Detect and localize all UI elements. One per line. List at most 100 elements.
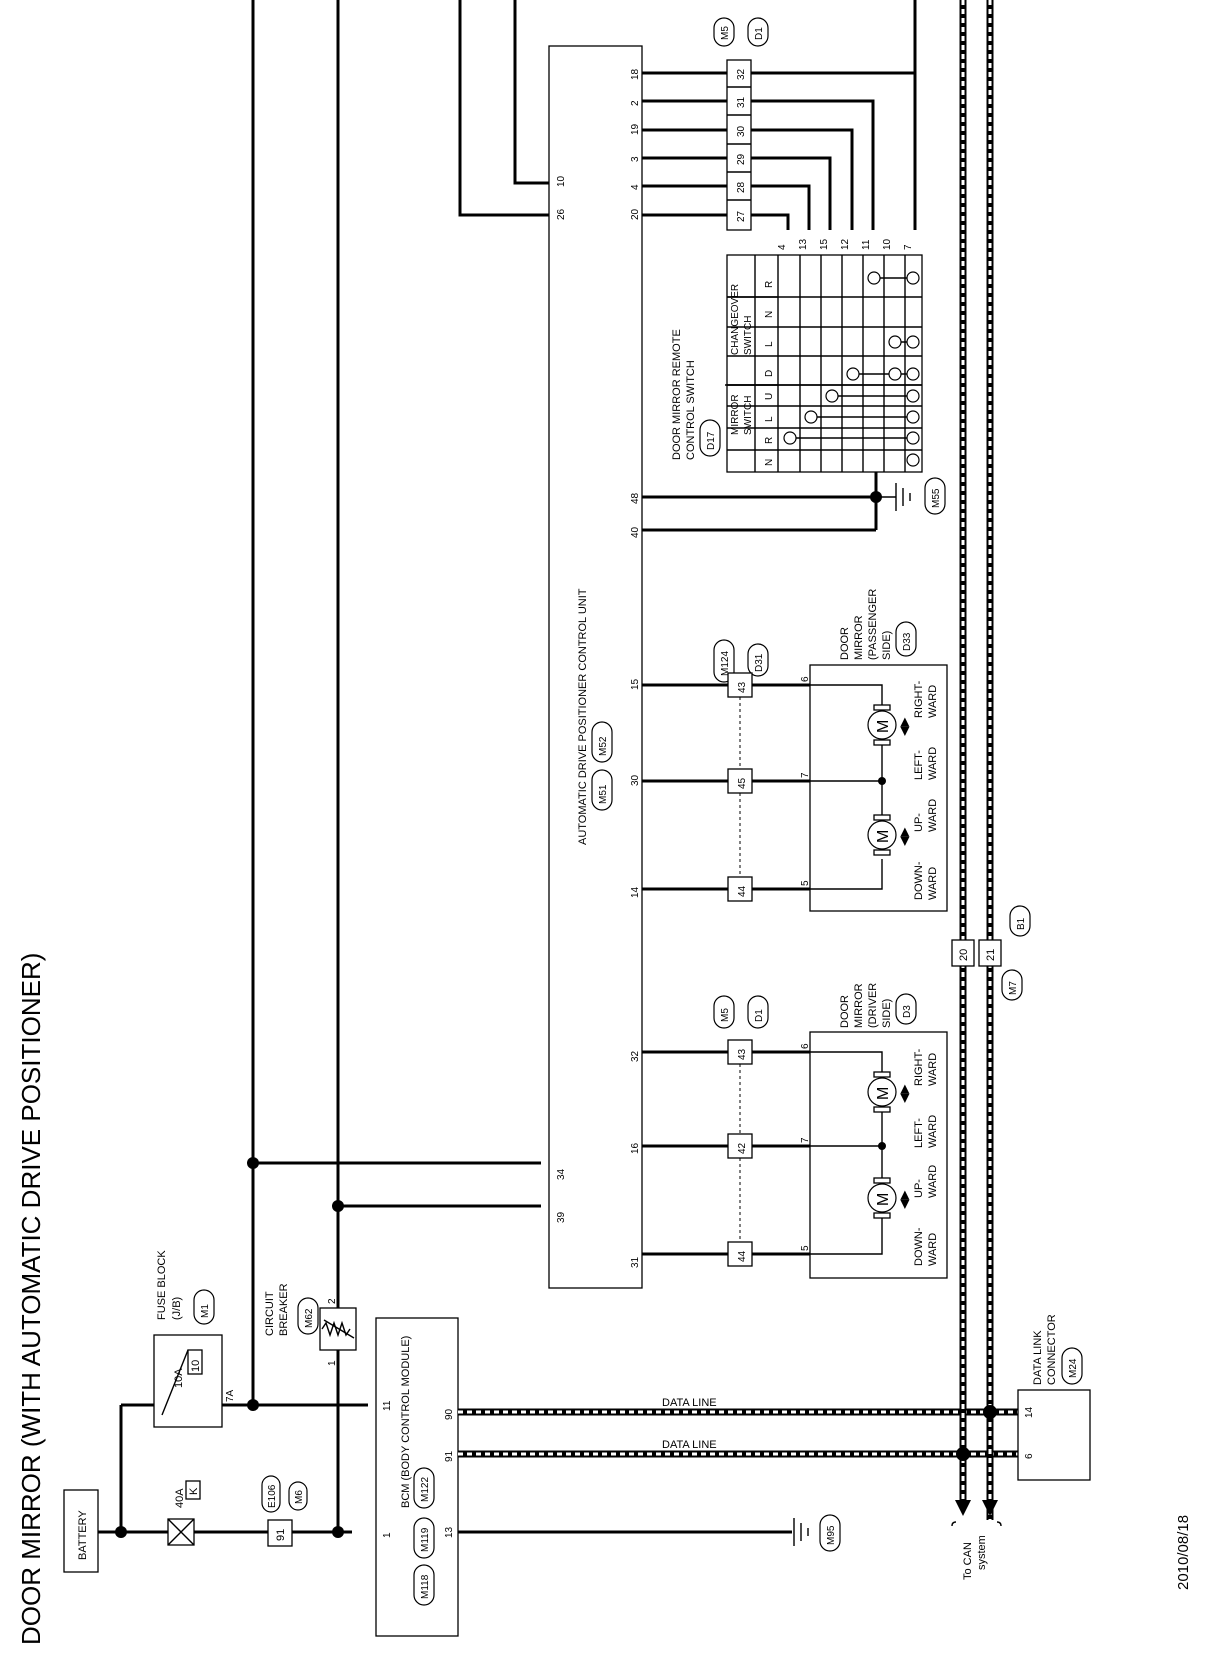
- svg-text:SWITCH: SWITCH: [743, 316, 754, 355]
- svg-text:M52: M52: [598, 736, 609, 756]
- svg-text:30: 30: [630, 774, 641, 786]
- svg-text:27: 27: [736, 210, 747, 222]
- svg-text:DOOR: DOOR: [839, 627, 851, 660]
- svg-text:M51: M51: [598, 784, 609, 804]
- svg-text:SWITCH: SWITCH: [743, 396, 754, 435]
- svg-text:14: 14: [1024, 1406, 1035, 1418]
- svg-text:D33: D33: [902, 632, 913, 651]
- svg-text:40: 40: [630, 526, 641, 538]
- svg-text:D3: D3: [902, 1005, 913, 1018]
- svg-text:CIRCUIT: CIRCUIT: [264, 1291, 276, 1336]
- adp-right-pins: 18 2 19 3 4 20 48 40 15 30 14 32 16 31: [630, 68, 641, 1268]
- connector-d1-switch: 32 31 30 29 28 27 M5 D1: [713, 17, 769, 231]
- svg-text:DATA LINK: DATA LINK: [1032, 1330, 1044, 1385]
- svg-text:39: 39: [556, 1211, 567, 1223]
- svg-text:RIGHT-: RIGHT-: [913, 1048, 925, 1086]
- fuse-block: 10A 10 FUSE BLOCK (J/B) M1 7A: [153, 1250, 236, 1428]
- svg-text:10A: 10A: [173, 1368, 185, 1388]
- svg-text:LEFT-: LEFT-: [913, 1118, 925, 1148]
- door-mirror-passenger: DOOR MIRROR (PASSENGER SIDE) D33 6 7 5 M…: [800, 589, 948, 912]
- svg-text:WARD: WARD: [927, 799, 939, 832]
- svg-text:SIDE): SIDE): [881, 999, 893, 1028]
- svg-text:◀▶: ◀▶: [897, 827, 911, 846]
- svg-text:To CAN: To CAN: [962, 1542, 974, 1580]
- svg-text:DATA LINE: DATA LINE: [662, 1439, 717, 1451]
- svg-text:MIRROR: MIRROR: [853, 983, 865, 1028]
- svg-text:D: D: [764, 370, 775, 377]
- door-mirror-driver: DOOR MIRROR (DRIVER SIDE) D3 6 7 5 M M ◀…: [800, 983, 948, 1279]
- svg-text:20: 20: [630, 208, 641, 220]
- svg-text:◀▶: ◀▶: [897, 717, 911, 736]
- connector-passenger: M124 D31 43 45 44: [642, 639, 810, 902]
- svg-text:15: 15: [819, 238, 830, 250]
- switch-pins: 4 13 15 12 11 10 7: [777, 238, 914, 250]
- svg-text:WARD: WARD: [927, 747, 939, 780]
- svg-text:E106: E106: [267, 1484, 278, 1508]
- svg-text:12: 12: [840, 238, 851, 250]
- svg-text:19: 19: [630, 123, 641, 135]
- svg-text:M7: M7: [1008, 981, 1019, 995]
- svg-text:6: 6: [800, 676, 811, 682]
- svg-text:R: R: [764, 281, 775, 288]
- svg-text:DOOR: DOOR: [839, 995, 851, 1028]
- remote-control-switch: MIRROR SWITCH CHANGEOVER SWITCH N R L U …: [671, 254, 923, 473]
- svg-text:(PASSENGER: (PASSENGER: [867, 589, 879, 660]
- svg-text:20: 20: [958, 949, 970, 961]
- svg-text:◀▶: ◀▶: [897, 1084, 911, 1103]
- svg-text:BCM (BODY CONTROL MODULE): BCM (BODY CONTROL MODULE): [400, 1336, 412, 1508]
- svg-text:WARD: WARD: [927, 1165, 939, 1198]
- svg-text:26: 26: [556, 208, 567, 220]
- svg-text:WARD: WARD: [927, 1053, 939, 1086]
- svg-text:44: 44: [737, 1250, 748, 1262]
- svg-text:11: 11: [382, 1400, 393, 1411]
- svg-text:M: M: [875, 830, 892, 843]
- svg-text:7: 7: [903, 244, 914, 250]
- svg-text:SIDE): SIDE): [881, 631, 893, 660]
- joint-connector-m7: 20 21 M7 B1: [951, 905, 1031, 1001]
- svg-text:5: 5: [800, 880, 811, 886]
- circuit-breaker: CIRCUIT BREAKER M62 1 2: [264, 1283, 357, 1366]
- svg-text:44: 44: [737, 885, 748, 897]
- svg-text:M: M: [875, 1193, 892, 1206]
- svg-text:M124: M124: [720, 651, 731, 676]
- svg-text:DOWN-: DOWN-: [913, 1227, 925, 1266]
- svg-text:K: K: [188, 1487, 200, 1495]
- svg-text:10: 10: [882, 238, 893, 250]
- svg-text:N: N: [764, 459, 775, 466]
- data-line-label-2: DATA LINE: [662, 1439, 717, 1451]
- svg-text:1: 1: [382, 1532, 393, 1538]
- svg-text:M5: M5: [720, 1008, 731, 1022]
- svg-text:29: 29: [736, 153, 747, 165]
- svg-text:7: 7: [800, 1137, 811, 1143]
- svg-text:16: 16: [630, 1142, 641, 1154]
- svg-text:AUTOMATIC DRIVE POSITIONER CON: AUTOMATIC DRIVE POSITIONER CONTROL UNIT: [577, 588, 589, 845]
- ground-m95: M95: [793, 1514, 841, 1552]
- svg-text:FUSE BLOCK: FUSE BLOCK: [156, 1250, 168, 1320]
- svg-text:L: L: [764, 416, 775, 422]
- svg-text:BATTERY: BATTERY: [77, 1510, 89, 1560]
- svg-text:DOWN-: DOWN-: [913, 861, 925, 900]
- connector-driver: M5 D1 43 42 44: [642, 995, 810, 1267]
- to-can-system: To CAN system: [951, 1521, 1002, 1580]
- battery: BATTERY: [63, 1489, 99, 1573]
- svg-text:3: 3: [630, 156, 641, 162]
- svg-text:21: 21: [985, 949, 997, 961]
- svg-text:R: R: [764, 437, 775, 444]
- svg-text:2: 2: [630, 100, 641, 106]
- svg-text:40A: 40A: [174, 1488, 186, 1508]
- adp-control-unit: AUTOMATIC DRIVE POSITIONER CONTROL UNIT …: [548, 45, 643, 1289]
- svg-text:WARD: WARD: [927, 1233, 939, 1266]
- svg-text:RIGHT-: RIGHT-: [913, 680, 925, 718]
- svg-text:30: 30: [736, 125, 747, 137]
- svg-text:31: 31: [736, 96, 747, 108]
- svg-text:UP-: UP-: [913, 813, 925, 832]
- data-link-connector: 14 6 DATA LINK CONNECTOR M24: [1017, 1314, 1091, 1481]
- svg-text:M118: M118: [420, 1574, 431, 1599]
- svg-text:18: 18: [630, 68, 641, 80]
- svg-text:4: 4: [777, 244, 788, 250]
- svg-text:31: 31: [630, 1256, 641, 1268]
- svg-text:M119: M119: [420, 1527, 431, 1552]
- svg-text:M1: M1: [200, 1304, 211, 1318]
- svg-text:28: 28: [736, 181, 747, 193]
